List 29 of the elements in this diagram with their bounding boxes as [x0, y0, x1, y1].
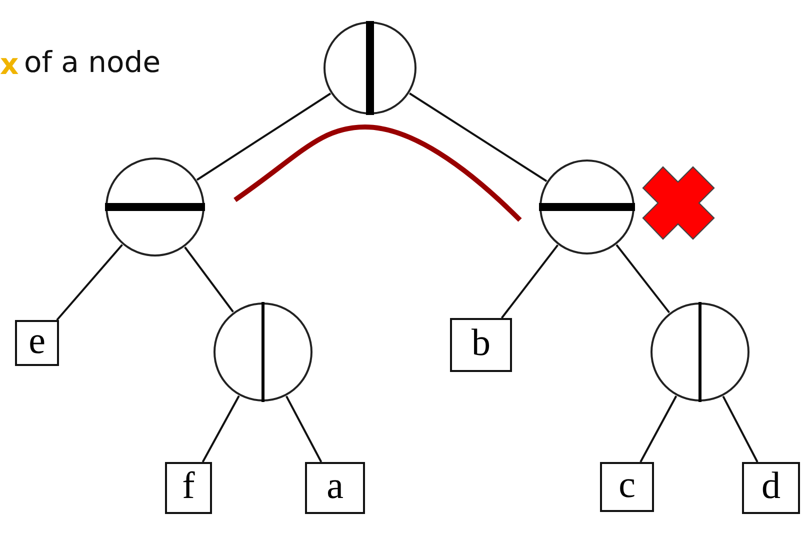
connector-line	[640, 396, 678, 462]
leaf-letter: f	[182, 467, 195, 505]
leaf-box	[15, 320, 59, 366]
leaf-box	[450, 318, 512, 372]
connector-line	[202, 395, 240, 462]
split-node-circle	[105, 157, 205, 257]
leaf-box	[305, 462, 365, 514]
split-node-circle	[213, 302, 313, 402]
connector-line	[196, 92, 332, 181]
connector-line	[616, 244, 670, 314]
split-node-circle	[323, 21, 417, 115]
connector-line	[722, 396, 758, 462]
connector-line	[286, 396, 322, 462]
leaf-box	[165, 462, 212, 514]
connector-line	[500, 244, 559, 319]
leaf-letter: c	[618, 466, 636, 504]
highlighted-word: x	[0, 50, 19, 79]
split-node-circle	[539, 159, 635, 255]
leaf-letter: b	[472, 324, 490, 362]
connector-line	[184, 246, 234, 312]
split-node-circle	[650, 302, 750, 402]
leaf-letter: e	[28, 322, 46, 360]
leaf-letter: d	[762, 467, 780, 505]
leaf-box	[742, 462, 800, 514]
connector-line	[409, 92, 548, 182]
leaf-letter: a	[326, 467, 344, 505]
heading-text: of a node	[24, 48, 161, 77]
connector-line	[56, 244, 123, 321]
leaf-box	[600, 462, 654, 512]
